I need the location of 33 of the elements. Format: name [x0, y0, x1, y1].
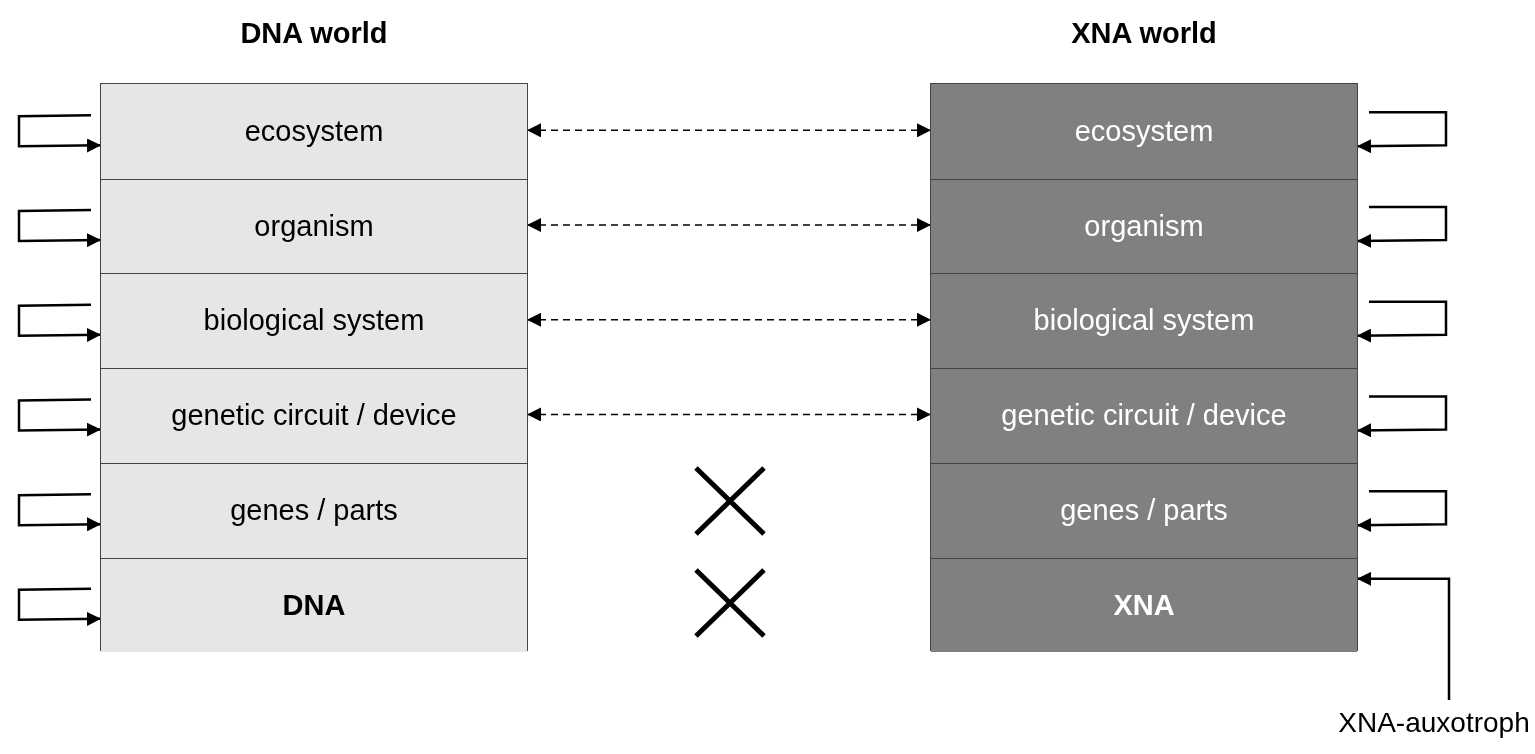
feedback-arrow	[1357, 489, 1448, 532]
feedback-arrow	[1357, 111, 1448, 154]
feedback-arrow	[17, 587, 101, 626]
arrow	[1357, 571, 1451, 700]
layer-label: organism	[1084, 208, 1204, 244]
feedback-arrow	[17, 303, 101, 342]
layer-label: genes / parts	[230, 492, 398, 528]
feedback-arrow	[1357, 395, 1448, 438]
node-label: XNA-auxotroph	[1338, 706, 1530, 740]
feedback-arrow	[17, 208, 101, 248]
column-heading: XNA world	[1070, 16, 1218, 51]
layer-label: genes / parts	[1060, 492, 1228, 528]
layer-label: ecosystem	[244, 113, 384, 149]
layer-label: genetic circuit / device	[171, 398, 457, 434]
arrow	[526, 407, 932, 422]
layer-label: organism	[254, 208, 374, 244]
feedback-arrow	[17, 398, 101, 437]
feedback-arrow	[17, 114, 101, 153]
layer-box	[931, 557, 1357, 653]
arrow	[526, 312, 932, 327]
layer-label: ecosystem	[1074, 113, 1214, 149]
arrow	[526, 218, 932, 233]
layer-label: biological system	[1033, 303, 1255, 339]
layer-label: DNA	[282, 587, 346, 623]
feedback-arrow	[17, 492, 101, 532]
feedback-arrow	[1357, 205, 1448, 248]
feedback-arrow	[1357, 300, 1448, 343]
layer-label: biological system	[203, 303, 425, 339]
layer-box	[101, 557, 527, 653]
column-heading: DNA world	[239, 16, 389, 51]
layer-label: XNA	[1113, 587, 1175, 623]
layer-label: genetic circuit / device	[1001, 398, 1287, 434]
arrow	[526, 123, 932, 138]
